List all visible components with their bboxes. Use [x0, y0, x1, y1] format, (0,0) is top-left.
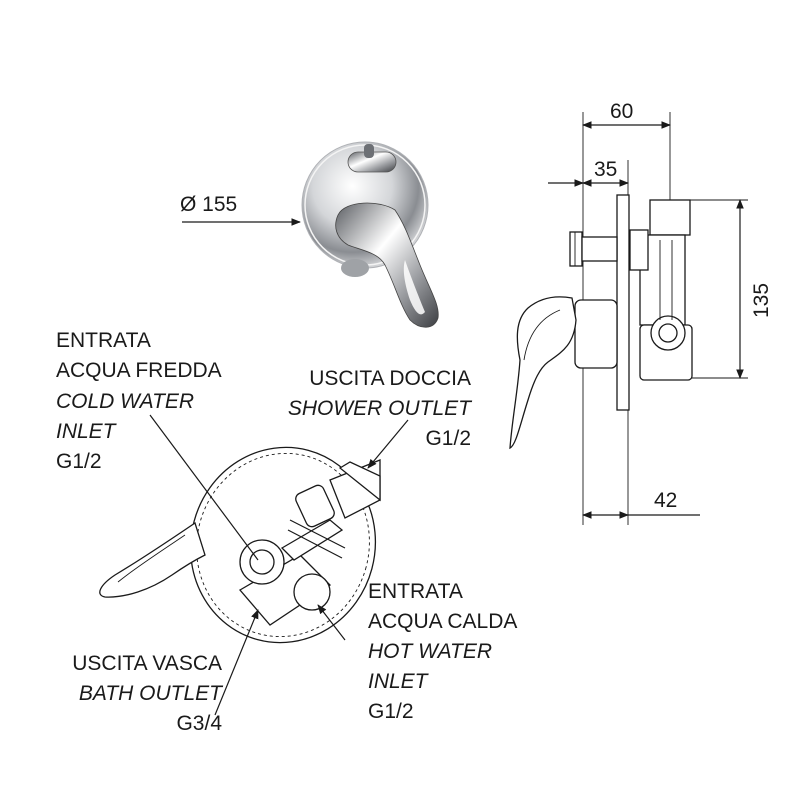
hot-inlet-label: ENTRATA ACQUA CALDA HOT WATER INLET G1/2 — [368, 580, 517, 723]
svg-text:USCITA DOCCIA: USCITA DOCCIA — [309, 367, 471, 390]
product-photo — [301, 141, 439, 328]
svg-text:ACQUA CALDA: ACQUA CALDA — [368, 610, 517, 633]
dimension-60: 60 — [610, 100, 633, 123]
svg-text:ACQUA FREDDA: ACQUA FREDDA — [56, 359, 222, 382]
dimension-35: 35 — [594, 158, 617, 181]
svg-text:ENTRATA: ENTRATA — [368, 580, 463, 603]
leader-lines — [149, 414, 409, 716]
svg-text:ENTRATA: ENTRATA — [56, 329, 151, 352]
svg-text:G1/2: G1/2 — [56, 450, 102, 473]
rear-view — [99, 446, 381, 644]
svg-text:COLD WATER: COLD WATER — [56, 390, 194, 413]
svg-text:G3/4: G3/4 — [176, 712, 222, 735]
cold-inlet-label: ENTRATA ACQUA FREDDA COLD WATER INLET G1… — [56, 329, 222, 473]
dimension-135: 135 — [750, 283, 773, 318]
svg-text:G1/2: G1/2 — [368, 700, 414, 723]
svg-text:USCITA VASCA: USCITA VASCA — [72, 652, 222, 675]
dimension-42: 42 — [654, 489, 677, 512]
svg-text:BATH OUTLET: BATH OUTLET — [79, 682, 224, 705]
svg-text:INLET: INLET — [56, 420, 118, 443]
svg-text:HOT WATER: HOT WATER — [368, 640, 492, 663]
diameter-label: Ø 155 — [180, 193, 237, 216]
diameter-dimension: Ø 155 — [180, 193, 301, 226]
svg-text:INLET: INLET — [368, 670, 430, 693]
svg-text:SHOWER OUTLET: SHOWER OUTLET — [288, 397, 473, 420]
svg-text:G1/2: G1/2 — [425, 427, 471, 450]
side-view: 60 35 135 42 — [509, 100, 773, 525]
bath-outlet-label: USCITA VASCA BATH OUTLET G3/4 — [72, 652, 224, 735]
shower-outlet-label: USCITA DOCCIA SHOWER OUTLET G1/2 — [288, 367, 473, 450]
